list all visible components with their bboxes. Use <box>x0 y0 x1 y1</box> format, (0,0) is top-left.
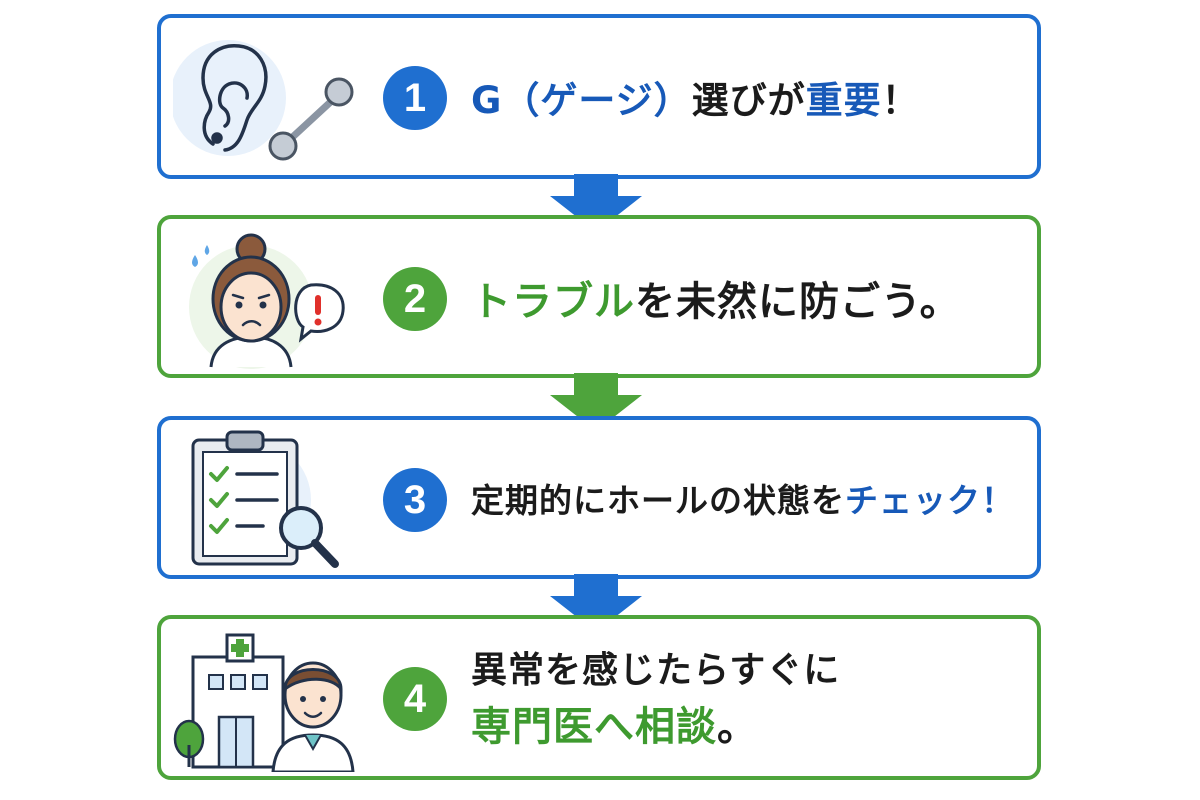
step3-text: 定期的にホールの状態をチェック！ <box>471 474 1015 522</box>
step-number-4: 4 <box>383 667 447 731</box>
step-number-3: 3 <box>383 468 447 532</box>
step1-illustration <box>170 26 363 171</box>
step4-illustration <box>173 627 363 774</box>
step4-text-line1: 異常を感じたらすぐに <box>471 650 841 691</box>
step1-text-middle: 選びが <box>691 79 806 122</box>
step2-text-rest: を未然に防ごう。 <box>635 279 961 325</box>
step-card-1: 1 G（ゲージ）選びが重要！ <box>157 14 1041 179</box>
trouble-label: トラブル <box>471 279 635 325</box>
important-label: 重要 <box>805 79 882 122</box>
step4-text: 異常を感じたらすぐに 専門医へ相談。 <box>471 643 840 755</box>
step3-illustration <box>173 428 363 573</box>
arrow-down-icon <box>548 574 644 634</box>
check-label: チェック <box>845 481 981 520</box>
step3-text-main: 定期的にホールの状態を <box>471 481 845 520</box>
magnifier-icon <box>279 506 339 568</box>
step-number-1: 1 <box>383 66 447 130</box>
arrow-down-icon <box>548 373 644 433</box>
step-card-3: 3 定期的にホールの状態をチェック！ <box>157 416 1041 579</box>
doctor-icon <box>271 661 355 774</box>
consult-specialist-label: 専門医へ相談 <box>471 704 717 750</box>
step4-text-line2: 専門医へ相談。 <box>471 699 840 755</box>
clipboard-checklist-icon <box>191 430 299 566</box>
step-card-2: 2 トラブルを未然に防ごう。 <box>157 215 1041 378</box>
arrow-down-icon <box>548 174 644 234</box>
step4-period: 。 <box>717 704 758 750</box>
ear-icon <box>201 44 268 152</box>
exclamation-bubble-icon <box>294 283 345 343</box>
worried-woman-icon <box>192 233 293 368</box>
step1-text: G（ゲージ）選びが重要！ <box>471 70 920 124</box>
barbell-piercing-icon <box>268 77 354 161</box>
step3-exclaim: ！ <box>981 481 1015 520</box>
step2-text: トラブルを未然に防ごう。 <box>471 269 961 327</box>
step2-illustration <box>173 227 363 372</box>
step-card-4: 4 異常を感じたらすぐに 専門医へ相談。 <box>157 615 1041 780</box>
hospital-icon <box>173 633 285 769</box>
step1-exclaim: ！ <box>881 79 920 122</box>
step-number-2: 2 <box>383 267 447 331</box>
gauge-label: G（ゲージ） <box>471 79 692 122</box>
